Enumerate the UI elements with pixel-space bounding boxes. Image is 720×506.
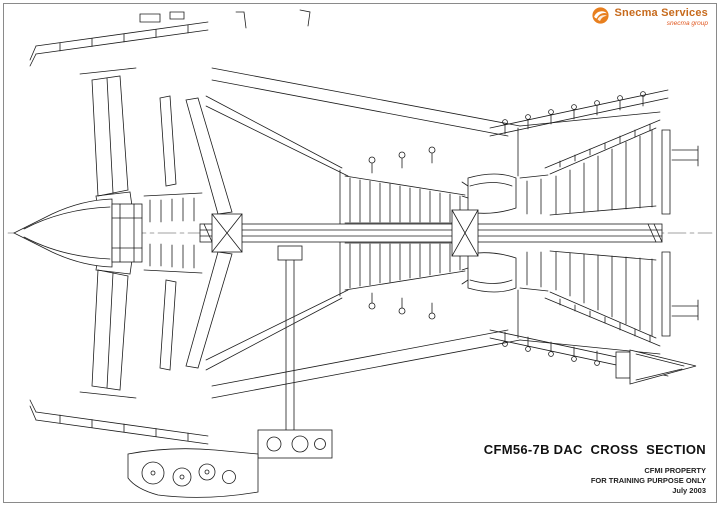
logo-name: Snecma Services [614, 7, 708, 19]
property-note: CFMI PROPERTY [644, 465, 706, 475]
drawing-notes: CFMI PROPERTY FOR TRAINING PURPOSE ONLY … [484, 466, 706, 496]
logo: Snecma Services snecma group [592, 7, 708, 27]
title-block: CFM56-7B DAC CROSS SECTION CFMI PROPERTY… [484, 442, 706, 496]
date-note: July 2003 [672, 485, 706, 495]
logo-text-block: Snecma Services snecma group [614, 7, 708, 27]
snecma-swirl-icon [592, 7, 610, 24]
logo-tagline: snecma group [666, 20, 708, 27]
purpose-note: FOR TRAINING PURPOSE ONLY [590, 475, 706, 485]
drawing-title: CFM56-7B DAC CROSS SECTION [483, 441, 706, 457]
